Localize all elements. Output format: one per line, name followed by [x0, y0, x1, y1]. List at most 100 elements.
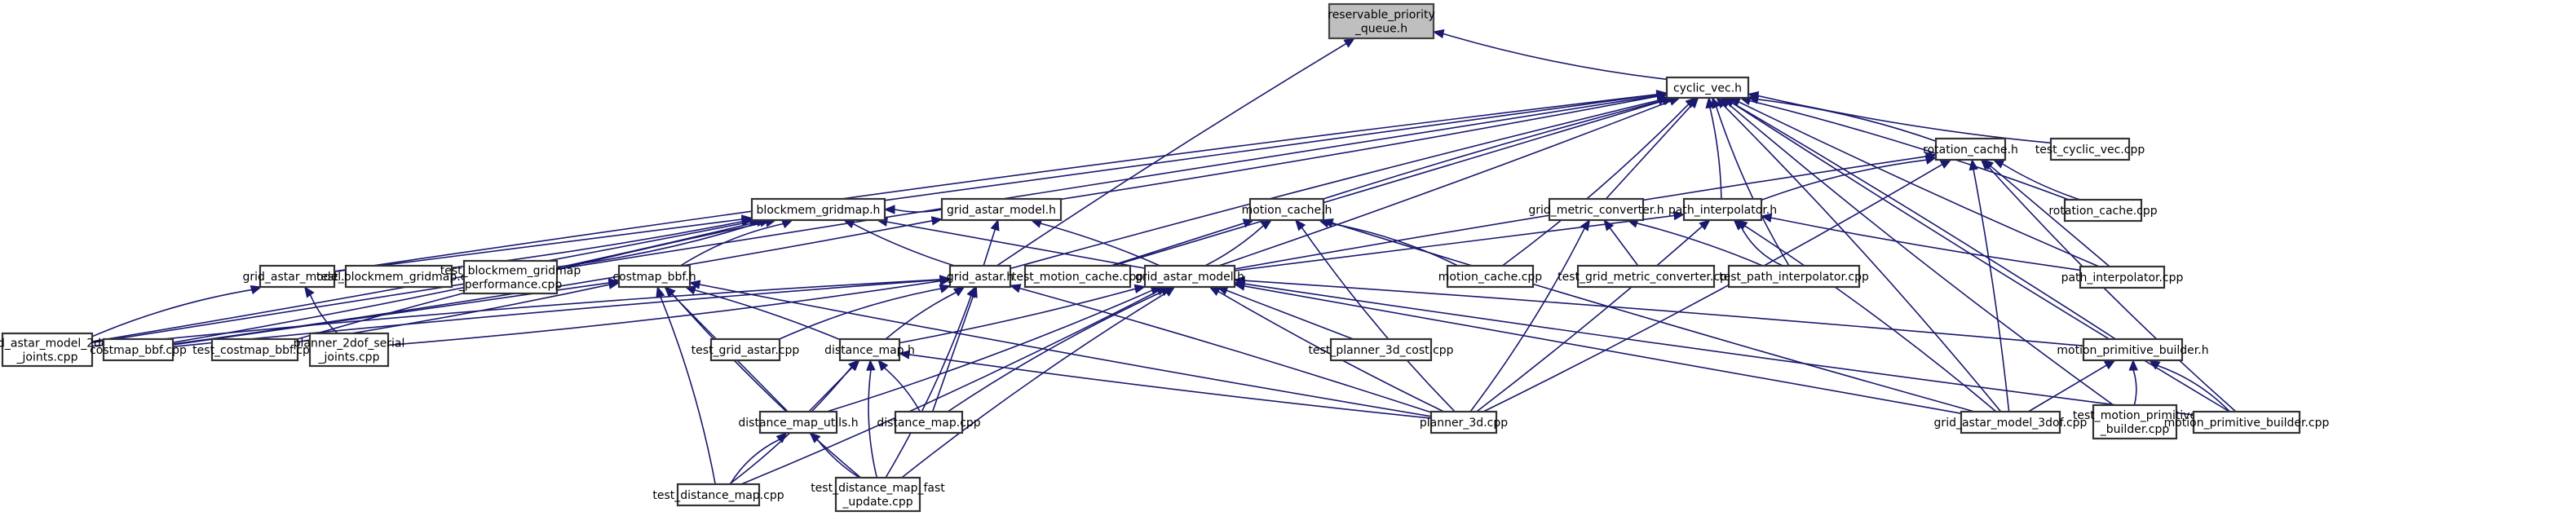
node-box[interactable]: [838, 337, 901, 362]
file-node[interactable]: test_costmap_bbf.cpp: [192, 337, 317, 362]
node-box[interactable]: [940, 197, 1063, 222]
dependency-edge: [866, 359, 878, 479]
edge-line: [1761, 159, 1927, 201]
node-box[interactable]: [210, 337, 299, 362]
node-box[interactable]: [1143, 264, 1236, 289]
file-node[interactable]: motion_primitive_builder.cpp: [2164, 410, 2330, 434]
file-node[interactable]: test_grid_metric_converter.cpp: [1558, 264, 1734, 289]
dependency-edge: [898, 350, 1432, 419]
node-label: _queue.h: [1354, 23, 1407, 36]
edge-line: [699, 284, 1432, 417]
dependency-edge: [1603, 218, 1639, 267]
arrowhead-icon: [775, 432, 788, 443]
node-box[interactable]: [462, 259, 559, 295]
node-box[interactable]: [344, 264, 453, 289]
file-node[interactable]: grid_astar.h: [947, 264, 1014, 289]
file-node[interactable]: motion_cache.cpp: [1438, 264, 1543, 289]
file-node[interactable]: test_planner_3d_cost.cpp: [1308, 337, 1454, 362]
file-node[interactable]: planner_2dof_serial_joints.cpp: [294, 332, 405, 368]
file-node[interactable]: path_interpolator.cpp: [2061, 265, 2184, 289]
file-node[interactable]: rotation_cache.h: [1923, 137, 2018, 161]
node-box[interactable]: [258, 264, 336, 289]
edge-line: [740, 290, 1159, 485]
file-node[interactable]: test_blockmem_gridmap.cpp: [316, 264, 481, 289]
file-node[interactable]: path_interpolator.h: [1668, 197, 1777, 222]
edge-line: [1482, 164, 1943, 412]
node-box[interactable]: [102, 337, 175, 362]
file-node[interactable]: test_distance_map.cpp: [652, 483, 784, 507]
node-box[interactable]: [1576, 264, 1716, 289]
node-box[interactable]: [1446, 264, 1535, 289]
node-label: _builder.cpp: [2100, 423, 2170, 436]
edge-line: [1332, 222, 1975, 412]
file-node[interactable]: cyclic_vec.h: [1665, 76, 1750, 99]
node-box[interactable]: [1682, 197, 1763, 222]
node-box[interactable]: [834, 476, 921, 513]
file-node[interactable]: test_cyclic_vec.cpp: [2035, 137, 2145, 161]
edge-line: [931, 296, 974, 412]
arrowhead-icon: [780, 219, 793, 229]
arrowhead-icon: [1580, 218, 1591, 232]
file-node[interactable]: distance_map.h: [824, 337, 915, 362]
root-node[interactable]: reservable_priority_queue.h: [1328, 2, 1435, 40]
node-box[interactable]: [894, 410, 964, 434]
node-box[interactable]: [750, 197, 886, 222]
node-box[interactable]: [1960, 410, 2061, 434]
edge-line: [1757, 99, 1937, 142]
file-node[interactable]: grid_astar_model.h: [1135, 264, 1244, 289]
file-node[interactable]: grid_astar_model.h: [940, 197, 1063, 222]
file-node[interactable]: test_grid_astar.cpp: [691, 337, 800, 362]
node-box[interactable]: [1328, 2, 1435, 40]
node-box[interactable]: [1665, 76, 1750, 99]
file-node[interactable]: motion_cache.h: [1242, 197, 1332, 222]
edge-line: [1234, 214, 1675, 271]
node-label: test_distance_map_fast: [811, 482, 945, 495]
node-label: rotation_cache.cpp: [2048, 205, 2157, 218]
node-box[interactable]: [2049, 137, 2131, 161]
file-node[interactable]: grid_astar_model.h: [242, 264, 352, 289]
arrowhead-icon: [1260, 219, 1273, 230]
node-box[interactable]: [617, 264, 691, 289]
edge-line: [1731, 102, 2230, 412]
file-node[interactable]: grid_astar_model_3dof.cpp: [1934, 410, 2088, 434]
arrowhead-icon: [1432, 29, 1445, 39]
node-box[interactable]: [758, 410, 838, 434]
file-node[interactable]: distance_map_utils.h: [738, 410, 859, 434]
node-box[interactable]: [1727, 264, 1861, 289]
node-box[interactable]: [709, 337, 781, 362]
file-node[interactable]: costmap_bbf.cpp: [90, 337, 187, 362]
node-box[interactable]: [2082, 337, 2184, 362]
file-node[interactable]: grid_astar_model_2dof_joints.cpp: [0, 332, 113, 368]
node-label: test_blockmem_gridmap: [440, 265, 581, 278]
file-node[interactable]: rotation_cache.cpp: [2048, 198, 2158, 223]
node-box[interactable]: [676, 483, 761, 507]
node-label: test_blockmem_gridmap.cpp: [316, 271, 481, 284]
node-box[interactable]: [1023, 264, 1132, 289]
node-box[interactable]: [2079, 265, 2166, 289]
file-node[interactable]: costmap_bbf.h: [612, 264, 696, 289]
node-box[interactable]: [1548, 197, 1645, 222]
node-box[interactable]: [2063, 198, 2143, 223]
file-node[interactable]: blockmem_gridmap.h: [750, 197, 886, 222]
node-box[interactable]: [2192, 410, 2301, 434]
node-box[interactable]: [1934, 137, 2007, 161]
node-box[interactable]: [2092, 404, 2178, 440]
node-box[interactable]: [1248, 197, 1325, 222]
node-box[interactable]: [1429, 410, 1498, 434]
file-node[interactable]: grid_metric_converter.h: [1528, 197, 1664, 222]
node-label: costmap_bbf.cpp: [90, 344, 187, 357]
file-node[interactable]: test_path_interpolator.cpp: [1719, 264, 1869, 289]
file-node[interactable]: planner_3d.cpp: [1420, 410, 1508, 434]
file-node[interactable]: distance_map.cpp: [877, 410, 981, 434]
file-node[interactable]: motion_primitive_builder.h: [2057, 337, 2209, 362]
file-node[interactable]: test_distance_map_fast_update.cpp: [811, 476, 945, 513]
file-node[interactable]: test_motion_cache.cpp: [1012, 264, 1143, 289]
node-box[interactable]: [948, 264, 1012, 289]
node-box[interactable]: [308, 332, 390, 368]
node-label: test_planner_3d_cost.cpp: [1308, 344, 1453, 357]
file-node[interactable]: test_blockmem_gridmap_performance.cpp: [440, 259, 581, 295]
file-node[interactable]: test_motion_primitive_builder.cpp: [2073, 404, 2197, 440]
node-box[interactable]: [1329, 337, 1433, 362]
node-box[interactable]: [1, 332, 94, 368]
node-label: test_cyclic_vec.cpp: [2035, 143, 2145, 157]
